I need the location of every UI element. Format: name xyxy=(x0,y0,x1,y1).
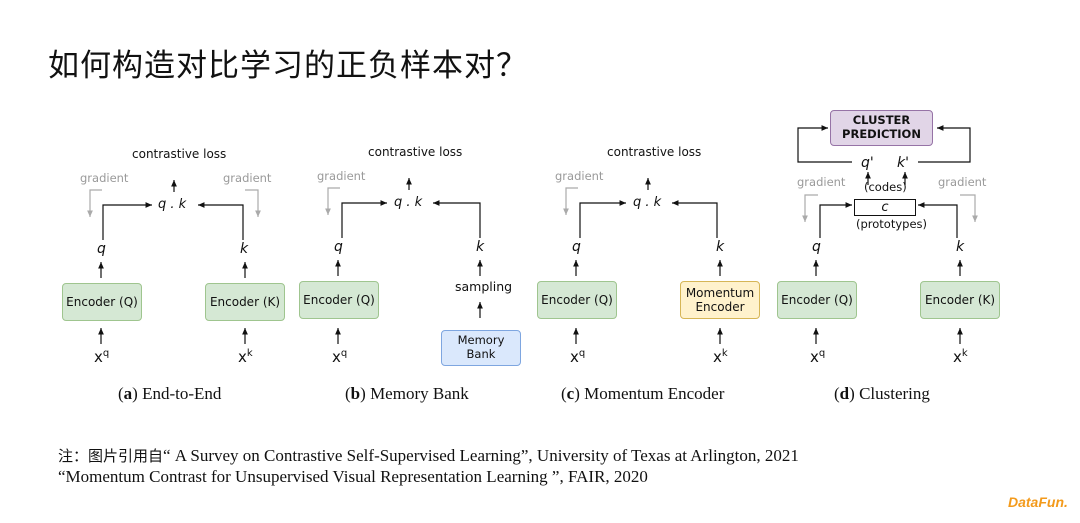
a-qk-label: q . k xyxy=(158,197,187,212)
a-gradient-left: gradient xyxy=(80,171,129,185)
b-qk-label: q . k xyxy=(394,195,423,210)
a-xk-label: xk xyxy=(238,348,253,366)
b-sampling-label: sampling xyxy=(455,279,513,294)
b-gradient-left: gradient xyxy=(317,169,366,183)
a-k-label: k xyxy=(240,241,249,257)
c-k-label: k xyxy=(716,239,725,255)
d-q-label: q xyxy=(812,239,821,255)
c-xq-label: xq xyxy=(570,348,586,366)
b-caption: (b) Memory Bank xyxy=(345,384,469,403)
d-gradient-right: gradient xyxy=(938,175,987,189)
b-xq-label: xq xyxy=(332,348,348,366)
c-caption: (c) Momentum Encoder xyxy=(561,384,725,403)
d-k-label: k xyxy=(956,239,965,255)
d-gradient-left: gradient xyxy=(797,175,846,189)
b-encoder-q-box: Encoder (Q) xyxy=(299,281,379,319)
c-encoder-q-box: Encoder (Q) xyxy=(537,281,617,319)
b-q-label: q xyxy=(334,239,343,255)
note-line-2: “Momentum Contrast for Unsupervised Visu… xyxy=(58,467,648,486)
d-xq-label: xq xyxy=(810,348,826,366)
b-k-label: k xyxy=(476,239,485,255)
c-xk-label: xk xyxy=(713,348,728,366)
b-loss-label: contrastive loss xyxy=(368,145,463,159)
d-encoder-q-box: Encoder (Q) xyxy=(777,281,857,319)
d-caption: (d) Clustering xyxy=(834,384,930,403)
c-q-label: q xyxy=(572,239,581,255)
d-k-prime-label: k' xyxy=(897,155,909,171)
page-title: 如何构造对比学习的正负样本对？ xyxy=(48,48,528,84)
a-encoder-q-box: Encoder (Q) xyxy=(62,283,142,321)
c-qk-label: q . k xyxy=(633,195,662,210)
a-q-label: q xyxy=(97,241,106,257)
note-line-1: 注：图片引用自“ A Survey on Contrastive Self-Su… xyxy=(58,446,799,465)
b-memory-bank-box: Memory Bank xyxy=(441,330,521,366)
a-xq-label: xq xyxy=(94,348,110,366)
datafun-logo: DataFun. xyxy=(1008,494,1068,510)
a-loss-label: contrastive loss xyxy=(132,147,227,161)
a-gradient-right: gradient xyxy=(223,171,272,185)
d-q-prime-label: q' xyxy=(861,155,874,171)
c-loss-label: contrastive loss xyxy=(607,145,702,159)
a-caption: (a) End-to-End xyxy=(118,384,222,403)
a-encoder-k-box: Encoder (K) xyxy=(205,283,285,321)
c-gradient-left: gradient xyxy=(555,169,604,183)
d-xk-label: xk xyxy=(953,348,968,366)
d-codes-label: (codes) xyxy=(864,180,907,194)
d-prototypes-box: c xyxy=(854,199,916,216)
d-encoder-k-box: Encoder (K) xyxy=(920,281,1000,319)
d-prototypes-label: (prototypes) xyxy=(856,217,928,231)
